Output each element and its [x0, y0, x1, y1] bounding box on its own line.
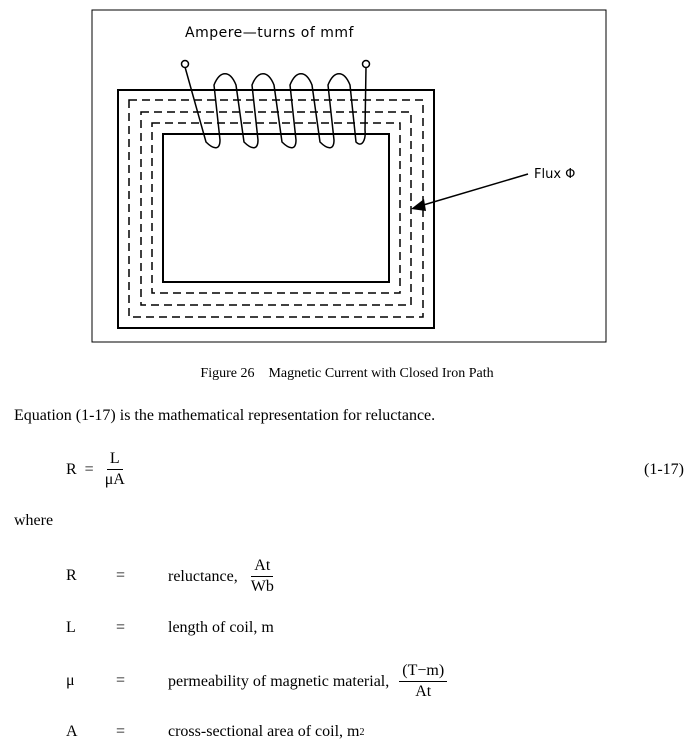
- flux-arrowhead: [411, 199, 426, 211]
- iron-core-outer: [117, 89, 435, 329]
- equation-equals: =: [84, 460, 94, 478]
- figure-frame: [91, 9, 607, 343]
- definition-symbol: L: [66, 619, 76, 636]
- definition-fraction: At Wb: [248, 557, 277, 596]
- flux-arrow: [419, 173, 529, 207]
- definition-symbol: A: [66, 723, 78, 740]
- definition-frac-num: At: [251, 557, 274, 577]
- equation-numerator: L: [106, 450, 123, 470]
- definition-fraction: (T−m) At: [399, 662, 448, 701]
- definition-equals: =: [116, 672, 126, 689]
- magnetic-circuit-figure: Ampere—turns of mmf Flux Φ: [91, 9, 607, 343]
- definition-desc: reluctance,: [168, 567, 238, 585]
- flux-path-3: [151, 122, 401, 294]
- equation-lhs: R: [66, 460, 77, 478]
- definition-superscript: 2: [359, 726, 365, 738]
- definition-equals: =: [116, 567, 126, 584]
- flux-path-2: [140, 111, 412, 306]
- intro-paragraph: Equation (1-17) is the mathematical repr…: [14, 407, 436, 424]
- definition-symbol: μ: [66, 672, 75, 689]
- reluctance-equation: R = L μA: [66, 450, 128, 489]
- coil-terminal-right: [361, 59, 371, 69]
- definition-frac-num: (T−m): [399, 662, 448, 682]
- equation-denominator: μA: [104, 471, 125, 488]
- flux-path-1: [128, 99, 424, 318]
- iron-core-inner: [162, 133, 390, 283]
- definition-symbol: R: [66, 567, 77, 584]
- definition-equals: =: [116, 723, 126, 740]
- definition-desc: length of coil, m: [168, 619, 274, 636]
- equation-number: (1-17): [644, 461, 684, 478]
- coil-winding: [184, 66, 367, 149]
- definition-equals: =: [116, 619, 126, 636]
- flux-label: Flux Φ: [534, 167, 575, 182]
- definition-frac-den: Wb: [250, 578, 274, 595]
- definition-frac-den: At: [415, 683, 432, 700]
- equation-fraction: L μA: [102, 450, 128, 489]
- definition-desc: permeability of magnetic material,: [168, 672, 390, 690]
- coil-terminal-left: [180, 59, 190, 69]
- where-label: where: [14, 512, 54, 529]
- figure-caption: Figure 26 Magnetic Current with Closed I…: [200, 366, 494, 381]
- mmf-label: Ampere—turns of mmf: [185, 25, 354, 41]
- definition-desc: cross-sectional area of coil, m: [168, 723, 360, 740]
